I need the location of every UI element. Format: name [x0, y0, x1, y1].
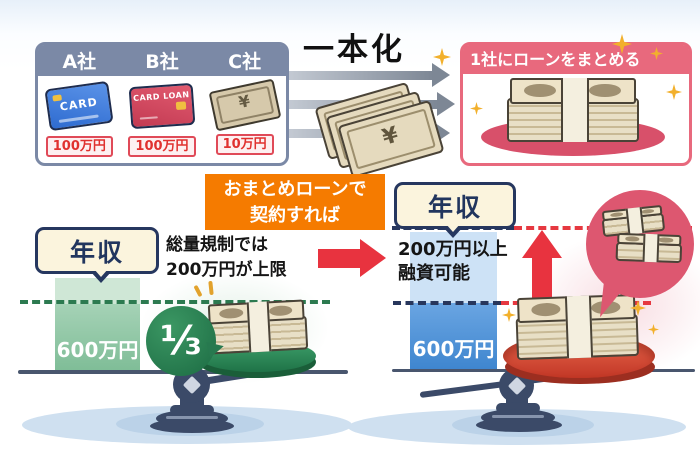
bar-value: 600万円: [56, 338, 139, 362]
threshold-dashed-navy-bottom: [393, 301, 501, 305]
note-print: [640, 208, 655, 215]
company-a-label: A社: [62, 51, 97, 73]
pedestal-foot-right: [476, 418, 562, 432]
bundle-band: [642, 233, 660, 263]
badge-pointer: [94, 269, 108, 277]
amount-badge: 10万円: [215, 134, 274, 155]
extra-money-bubble: [586, 190, 694, 298]
money-bundle-icon: [507, 78, 639, 142]
loan-possible-note: 200万円以上 融資可能: [398, 238, 508, 286]
right-arrow-head: [360, 239, 386, 277]
amount-badge: 100万円: [128, 136, 196, 157]
callout-line2: 契約すれば: [250, 205, 340, 226]
bar-value: 600万円: [412, 337, 495, 361]
sparkle-icon: [502, 308, 516, 322]
money-bundle-icon: [615, 232, 683, 264]
up-arrow-head: [522, 230, 562, 258]
consolidation-title: 一本化: [303, 32, 405, 68]
lender-a: CARD 100万円: [42, 80, 116, 157]
pedestal-stripe: [166, 416, 218, 419]
loan-card-icon: CARD LOAN: [128, 82, 196, 130]
note-print: [609, 212, 624, 218]
pivot-hole: [182, 375, 201, 394]
loan-note-line2: 融資可能: [398, 263, 470, 284]
amount-badge: 100万円: [45, 136, 113, 157]
flow-arrow: [283, 63, 450, 87]
credit-card-icon: CARD: [44, 80, 114, 132]
pedestal-right: [496, 403, 540, 413]
company-b-label: B社: [145, 51, 179, 73]
one-third-bubble: ⅓: [146, 306, 226, 376]
note-print: [589, 83, 622, 98]
pedestal-foot-left: [150, 419, 234, 433]
income-label: 年収: [69, 237, 124, 267]
bundle-band: [561, 78, 589, 142]
right-arrow-icon: [318, 249, 360, 268]
lenders-panel-header: A社 B社 C社: [38, 45, 286, 76]
limit-dashed-line-left: [20, 300, 330, 304]
income-bar-right: 600万円: [410, 303, 497, 369]
consolidation-callout: おまとめローンで 契約すれば: [205, 174, 385, 230]
banknote-icon: ¥: [208, 78, 282, 132]
pivot-hole: [507, 376, 526, 395]
card-stripe: [59, 114, 100, 123]
bundle-band: [564, 295, 594, 359]
callout-line1: おまとめローンで: [223, 179, 367, 200]
income-badge-right: 年収: [394, 182, 516, 238]
lender-c: ¥ 10万円: [208, 78, 282, 155]
loan-note-line1: 200万円以上: [398, 239, 508, 260]
result-panel-body: [463, 74, 689, 163]
note-print: [658, 237, 674, 243]
arrow-head: [432, 63, 450, 87]
regulation-note-line1: 総量規制では: [166, 235, 268, 255]
company-c-label: C社: [228, 51, 262, 73]
pedestal-stripe: [492, 415, 544, 418]
lender-b: CARD LOAN 100万円: [125, 82, 199, 157]
result-panel: 1社にローンをまとめる: [460, 42, 692, 166]
arrow-head: [437, 92, 455, 116]
result-panel-title: 1社にローンをまとめる: [463, 45, 689, 74]
note-print: [268, 305, 293, 317]
lenders-cards-row: CARD 100万円 CARD LOAN 100万円 ¥ 10万円: [38, 76, 286, 163]
income-bar-left: 600万円: [55, 304, 140, 371]
note-print: [625, 236, 640, 242]
income-label: 年収: [427, 192, 482, 222]
money-bundle-icon: [601, 204, 666, 238]
bundle-band: [246, 301, 272, 353]
sparkle-icon: [648, 324, 659, 335]
card-stripe: [139, 116, 158, 120]
note-print: [524, 83, 557, 98]
regulation-note: 総量規制では 200万円が上限: [166, 233, 287, 283]
lenders-panel: A社 B社 C社 CARD 100万円 CARD LOAN 100万円: [35, 42, 289, 166]
fraction-label: ⅓: [160, 318, 202, 364]
regulation-note-line2: 200万円が上限: [166, 260, 287, 280]
income-bar-upper-right: [410, 232, 497, 303]
card-chip: [175, 101, 187, 111]
income-badge-left: 年収: [35, 227, 159, 283]
badge-pointer: [446, 224, 460, 232]
note-print: [219, 307, 244, 319]
up-arrow-icon: [532, 257, 552, 302]
bundle-band: [626, 207, 644, 235]
note-print: [531, 302, 561, 317]
